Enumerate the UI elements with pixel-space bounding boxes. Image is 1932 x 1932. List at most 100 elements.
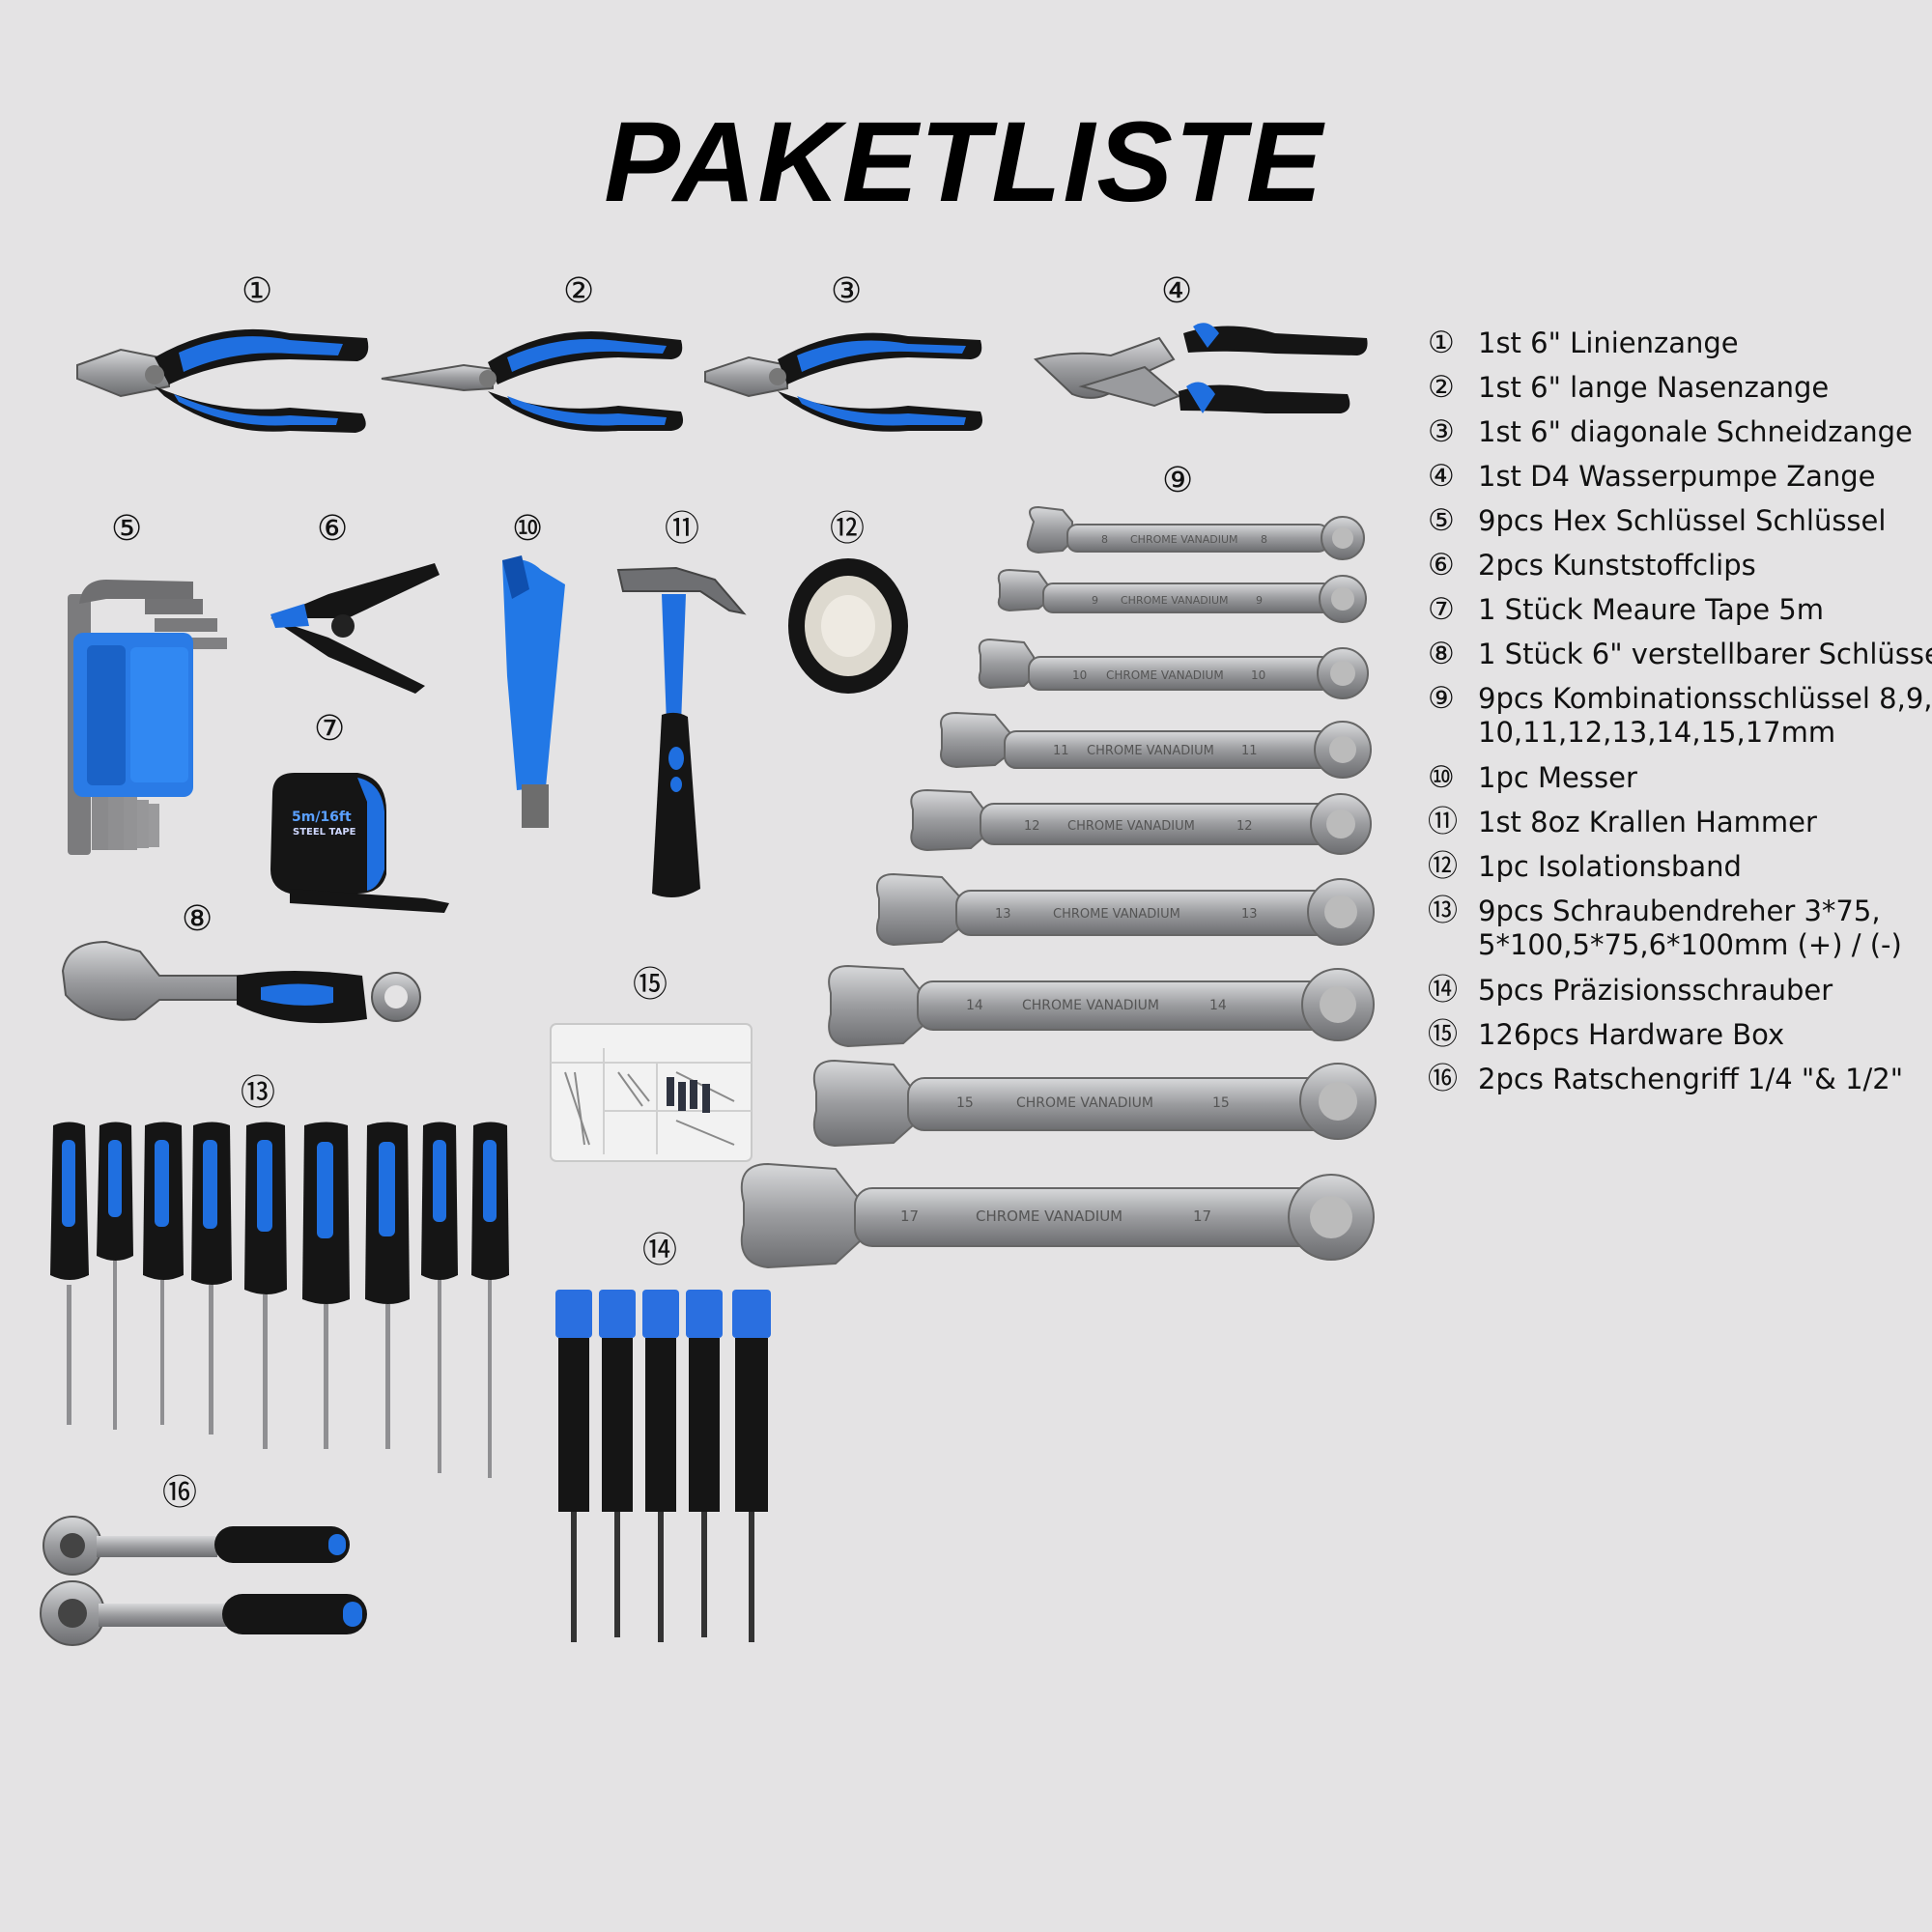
wrench-size-9: 9: [1092, 594, 1098, 607]
wrench-size-11: 11: [1053, 744, 1069, 758]
plastic-clip: [270, 563, 440, 694]
diagonal-cutting-pliers: [704, 332, 983, 432]
legend-text: 1 Stück Meaure Tape 5m: [1478, 593, 1824, 626]
tool-number-10: ⑩: [512, 509, 544, 549]
wrench-size-10b: 10: [1251, 668, 1265, 682]
wrench-brand: CHROME VANADIUM: [1106, 668, 1224, 682]
legend-text: 1st D4 Wasserpumpe Zange: [1478, 460, 1876, 493]
legend-text: 2pcs Kunststoffclips: [1478, 549, 1756, 582]
legend-item: ⑥ 2pcs Kunststoffclips: [1428, 549, 1930, 593]
wrench-size-17: 17: [900, 1208, 919, 1225]
hex-key-set: [68, 580, 227, 855]
legend-text: 1st 6" diagonale Schneidzange: [1478, 415, 1913, 448]
legend-item: ③ 1st 6" diagonale Schneidzange: [1428, 415, 1930, 460]
legend-text: 9pcs Hex Schlüssel Schlüssel: [1478, 504, 1887, 537]
legend-text: 1 Stück 6" verstellbarer Schlüssel: [1478, 638, 1932, 670]
insulating-tape: [788, 558, 908, 694]
legend-number: ⑮: [1428, 1017, 1458, 1052]
wrench-size-13: 13: [995, 907, 1011, 922]
tool-number-9: ⑨: [1162, 461, 1194, 500]
legend-number: ⑯: [1428, 1062, 1458, 1096]
wrench-brand: CHROME VANADIUM: [976, 1208, 1122, 1225]
measuring-tape: 5m/16ft STEEL TAPE: [270, 773, 449, 913]
legend-text: 1st 8oz Krallen Hammer: [1478, 806, 1817, 838]
linesman-pliers: [76, 328, 369, 433]
legend-text: 9pcs Kombinationsschlüssel 8,9, 10,11,12…: [1478, 682, 1932, 749]
wrench-size-15: 15: [956, 1095, 974, 1111]
wrench-size-8b: 8: [1261, 533, 1267, 546]
legend-number: ⑤: [1428, 503, 1455, 538]
legend-item: ⑯ 2pcs Ratschengriff 1/4 "& 1/2": [1428, 1063, 1930, 1107]
legend-number: ⑨: [1428, 681, 1455, 716]
claw-hammer: [616, 566, 747, 897]
wrench-size-12: 12: [1024, 819, 1040, 834]
long-nose-pliers: [381, 331, 684, 432]
legend-text: 1st 6" Linienzange: [1478, 327, 1739, 359]
adjustable-wrench: [61, 940, 421, 1024]
tool-number-8: ⑧: [182, 899, 213, 939]
wrench-size-14: 14: [966, 998, 983, 1013]
legend-number: ①: [1428, 326, 1455, 360]
wrench-size-9b: 9: [1256, 594, 1263, 607]
legend-number: ⑧: [1428, 637, 1455, 671]
legend-text: 1st 6" lange Nasenzange: [1478, 371, 1830, 404]
legend-item: ⑧ 1 Stück 6" verstellbarer Schlüssel: [1428, 637, 1932, 682]
legend-number: ④: [1428, 459, 1455, 494]
legend-item: ⑩ 1pc Messer: [1428, 761, 1930, 806]
legend-number: ③: [1428, 414, 1455, 449]
hardware-box: [550, 1023, 753, 1162]
tool-number-16: ⑯: [162, 1473, 198, 1513]
tool-number-11: ⑪: [665, 509, 700, 549]
wrench-brand: CHROME VANADIUM: [1130, 533, 1238, 546]
legend-number: ②: [1428, 370, 1455, 405]
legend-item: ⑪ 1st 8oz Krallen Hammer: [1428, 806, 1930, 850]
wrench-size-10: 10: [1072, 668, 1087, 682]
wrench-size-14b: 14: [1209, 998, 1227, 1013]
wrench-brand: CHROME VANADIUM: [1087, 744, 1214, 758]
package-contents-list: ① 1st 6" Linienzange ② 1st 6" lange Nasenza…: [1428, 326, 1932, 1107]
ratchet-handles: [40, 1516, 367, 1646]
utility-knife: [502, 555, 565, 828]
legend-text: 126pcs Hardware Box: [1478, 1018, 1785, 1051]
legend-number: ⑬: [1428, 894, 1458, 928]
legend-item: ⑬ 9pcs Schraubendreher 3*75, 5*100,5*75,6…: [1428, 895, 1930, 974]
legend-text: 2pcs Ratschengriff 1/4 "& 1/2": [1478, 1063, 1904, 1095]
page-title: PAKETLISTE: [604, 99, 1324, 226]
legend-number: ⑥: [1428, 548, 1455, 582]
tool-number-2: ②: [563, 271, 595, 311]
tool-number-13: ⑬: [241, 1073, 276, 1113]
tool-number-4: ④: [1161, 271, 1193, 311]
legend-item: ⑭ 5pcs Präzisionsschrauber: [1428, 974, 1930, 1018]
legend-item: ⑮ 126pcs Hardware Box: [1428, 1018, 1930, 1063]
legend-text: 5pcs Präzisionsschrauber: [1478, 974, 1833, 1007]
legend-text: 9pcs Schraubendreher 3*75, 5*100,5*75,6*…: [1478, 895, 1902, 961]
wrench-brand: CHROME VANADIUM: [1121, 594, 1229, 607]
combination-wrench-set: 8 CHROME VANADIUM 8 9 CHROME VANADIUM 9 …: [740, 505, 1377, 1269]
wrench-size-12b: 12: [1236, 819, 1253, 834]
tool-number-14: ⑭: [642, 1231, 678, 1270]
tool-number-6: ⑥: [317, 509, 349, 549]
legend-number: ⑩: [1428, 760, 1455, 795]
tool-number-12: ⑫: [830, 509, 866, 549]
legend-number: ⑭: [1428, 973, 1458, 1008]
wrench-size-17b: 17: [1193, 1208, 1211, 1225]
tool-number-1: ①: [242, 271, 273, 311]
water-pump-pliers: [1034, 323, 1368, 413]
legend-item: ② 1st 6" lange Nasenzange: [1428, 371, 1930, 415]
legend-text: 1pc Isolationsband: [1478, 850, 1742, 883]
legend-item: ⑨ 9pcs Kombinationsschlüssel 8,9, 10,11,1…: [1428, 681, 1932, 761]
tool-number-3: ③: [831, 271, 863, 311]
legend-item: ④ 1st D4 Wasserpumpe Zange: [1428, 460, 1930, 504]
svg-text:STEEL TAPE: STEEL TAPE: [293, 827, 356, 838]
legend-number: ⑪: [1428, 805, 1458, 839]
wrench-brand: CHROME VANADIUM: [1053, 907, 1180, 922]
wrench-size-15b: 15: [1212, 1095, 1230, 1111]
wrench-brand: CHROME VANADIUM: [1022, 998, 1159, 1013]
tool-number-5: ⑤: [111, 509, 143, 549]
wrench-size-8: 8: [1101, 533, 1108, 546]
screwdriver-set: [50, 1122, 509, 1478]
legend-text: 1pc Messer: [1478, 761, 1637, 794]
tool-number-7: ⑦: [314, 709, 346, 749]
